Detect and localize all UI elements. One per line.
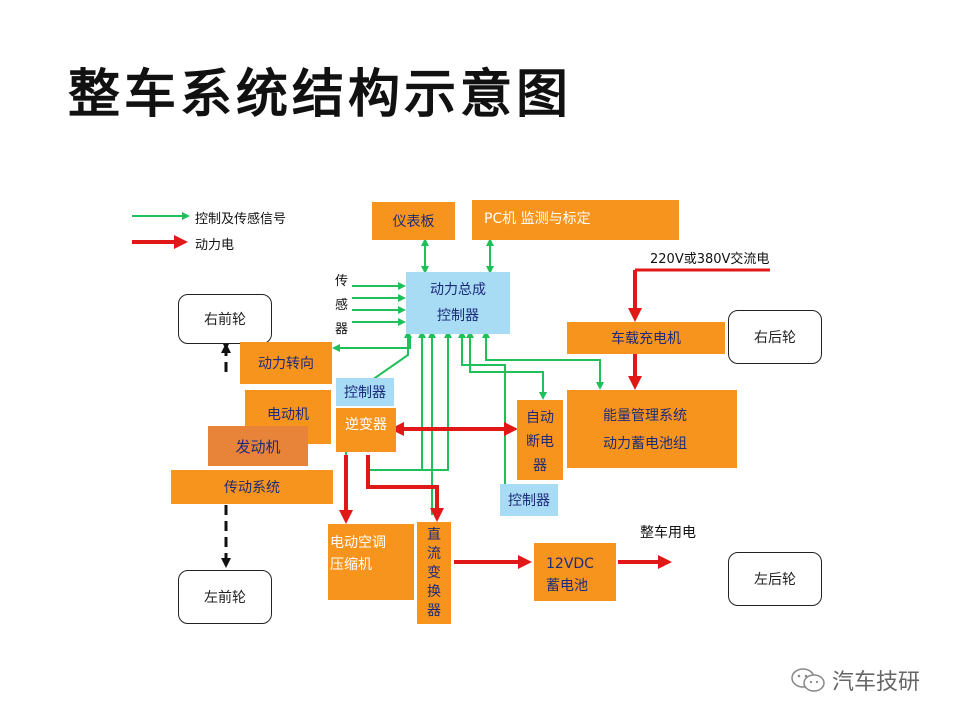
controller-bottom-box: 控制器 [500, 484, 558, 516]
energy-management-box: 能量管理系统 动力蓄电池组 [567, 390, 737, 468]
controller-top-box: 控制器 [336, 378, 394, 406]
wechat-icon [791, 668, 825, 692]
inverter-box: 逆变器 [336, 408, 396, 452]
ac-compressor-box: 电动空调 压缩机 [328, 524, 414, 600]
auto-breaker-box: 自动 断电 器 [517, 400, 563, 480]
wheel-front-left: 左前轮 [178, 570, 272, 624]
engine-box: 发动机 [208, 426, 308, 466]
dashboard-box: 仪表板 [372, 202, 455, 240]
wheel-front-right: 右前轮 [178, 294, 272, 344]
pc-monitor-box: PC机 监测与标定 [472, 200, 679, 240]
power-steering-box: 动力转向 [240, 342, 332, 384]
ac-input-label: 220V或380V交流电 [650, 252, 770, 267]
wheel-rear-right: 右后轮 [728, 310, 822, 364]
onboard-charger-box: 车载充电机 [567, 322, 725, 354]
dcdc-converter-box: 直 流 变 换 器 [417, 522, 451, 624]
battery-12v-box: 12VDC 蓄电池 [534, 543, 616, 601]
powertrain-controller-box: 动力总成 控制器 [406, 272, 510, 334]
page-title: 整车系统结构示意图 [68, 64, 573, 125]
wheel-rear-left: 左后轮 [728, 552, 822, 606]
legend-signal-label: 控制及传感信号 [195, 212, 287, 227]
legend-power-label: 动力电 [195, 238, 235, 253]
vehicle-power-label: 整车用电 [640, 525, 696, 541]
transmission-box: 传动系统 [171, 470, 333, 504]
watermark: 汽车技研 [790, 664, 920, 696]
sensor-label: 传 感 器 [335, 274, 349, 337]
